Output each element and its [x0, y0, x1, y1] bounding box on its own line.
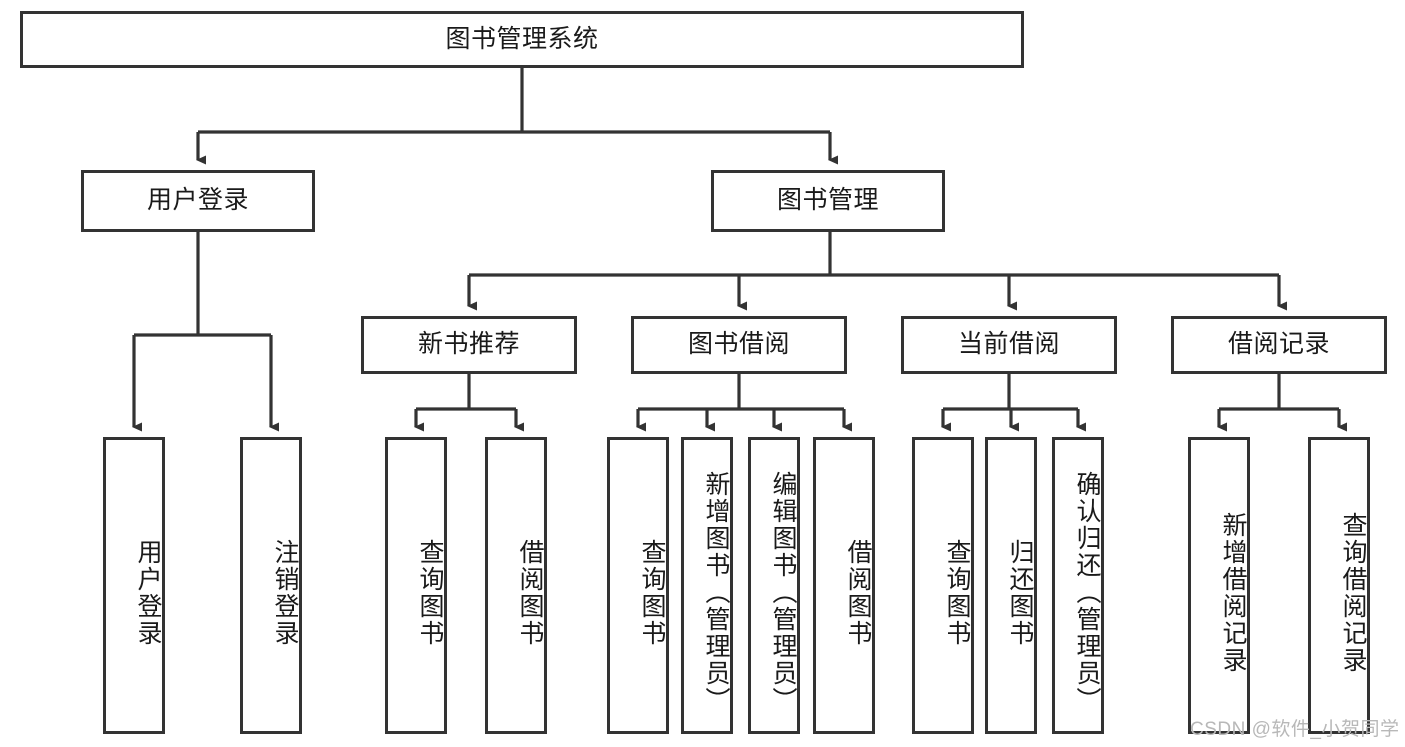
node-new-book-recommend[interactable]: 新书推荐 — [361, 316, 577, 374]
leaf-borrow-book-label: 借阅图书 — [844, 538, 872, 647]
node-current-borrow-label: 当前借阅 — [957, 330, 1060, 359]
leaf-add-borrow-record[interactable]: 新增借阅记录 — [1188, 437, 1250, 734]
leaf-borrow-book-recommend-label: 借阅图书 — [516, 538, 544, 647]
leaf-user-login-label: 用户登录 — [134, 538, 162, 647]
leaf-query-book-current-label: 查询图书 — [943, 538, 971, 647]
leaf-confirm-return-admin-label: 确认归还（管理员） — [1073, 471, 1101, 714]
leaf-add-borrow-record-label: 新增借阅记录 — [1219, 511, 1247, 674]
node-current-borrow[interactable]: 当前借阅 — [901, 316, 1117, 374]
leaf-borrow-book-recommend[interactable]: 借阅图书 — [485, 437, 547, 734]
leaf-edit-book-admin[interactable]: 编辑图书（管理员） — [748, 437, 800, 734]
leaf-user-login[interactable]: 用户登录 — [103, 437, 165, 734]
leaf-query-book-current[interactable]: 查询图书 — [912, 437, 974, 734]
leaf-query-borrow-record[interactable]: 查询借阅记录 — [1308, 437, 1370, 734]
node-root[interactable]: 图书管理系统 — [20, 11, 1024, 68]
leaf-query-book-recommend-label: 查询图书 — [416, 538, 444, 647]
leaf-query-book-borrow[interactable]: 查询图书 — [607, 437, 669, 734]
csdn-watermark: CSDN @软件_小贺同学 — [1190, 719, 1400, 740]
leaf-query-borrow-record-label: 查询借阅记录 — [1339, 511, 1367, 674]
leaf-return-book-label: 归还图书 — [1006, 538, 1034, 647]
leaf-query-book-recommend[interactable]: 查询图书 — [385, 437, 447, 734]
node-borrow-record-label: 借阅记录 — [1227, 330, 1330, 359]
leaf-logout[interactable]: 注销登录 — [240, 437, 302, 734]
node-book-management[interactable]: 图书管理 — [711, 170, 945, 232]
node-root-label: 图书管理系统 — [445, 24, 599, 53]
leaf-borrow-book[interactable]: 借阅图书 — [813, 437, 875, 734]
leaf-return-book[interactable]: 归还图书 — [985, 437, 1037, 734]
node-book-borrow[interactable]: 图书借阅 — [631, 316, 847, 374]
node-user-login[interactable]: 用户登录 — [81, 170, 315, 232]
node-book-borrow-label: 图书借阅 — [687, 330, 790, 359]
leaf-add-book-admin-label: 新增图书（管理员） — [702, 471, 730, 714]
leaf-query-book-borrow-label: 查询图书 — [638, 538, 666, 647]
leaf-confirm-return-admin[interactable]: 确认归还（管理员） — [1052, 437, 1104, 734]
node-book-management-label: 图书管理 — [776, 186, 879, 215]
node-borrow-record[interactable]: 借阅记录 — [1171, 316, 1387, 374]
node-new-book-recommend-label: 新书推荐 — [417, 330, 520, 359]
node-user-login-label: 用户登录 — [146, 186, 249, 215]
leaf-edit-book-admin-label: 编辑图书（管理员） — [769, 471, 797, 714]
leaf-logout-label: 注销登录 — [271, 538, 299, 647]
leaf-add-book-admin[interactable]: 新增图书（管理员） — [681, 437, 733, 734]
